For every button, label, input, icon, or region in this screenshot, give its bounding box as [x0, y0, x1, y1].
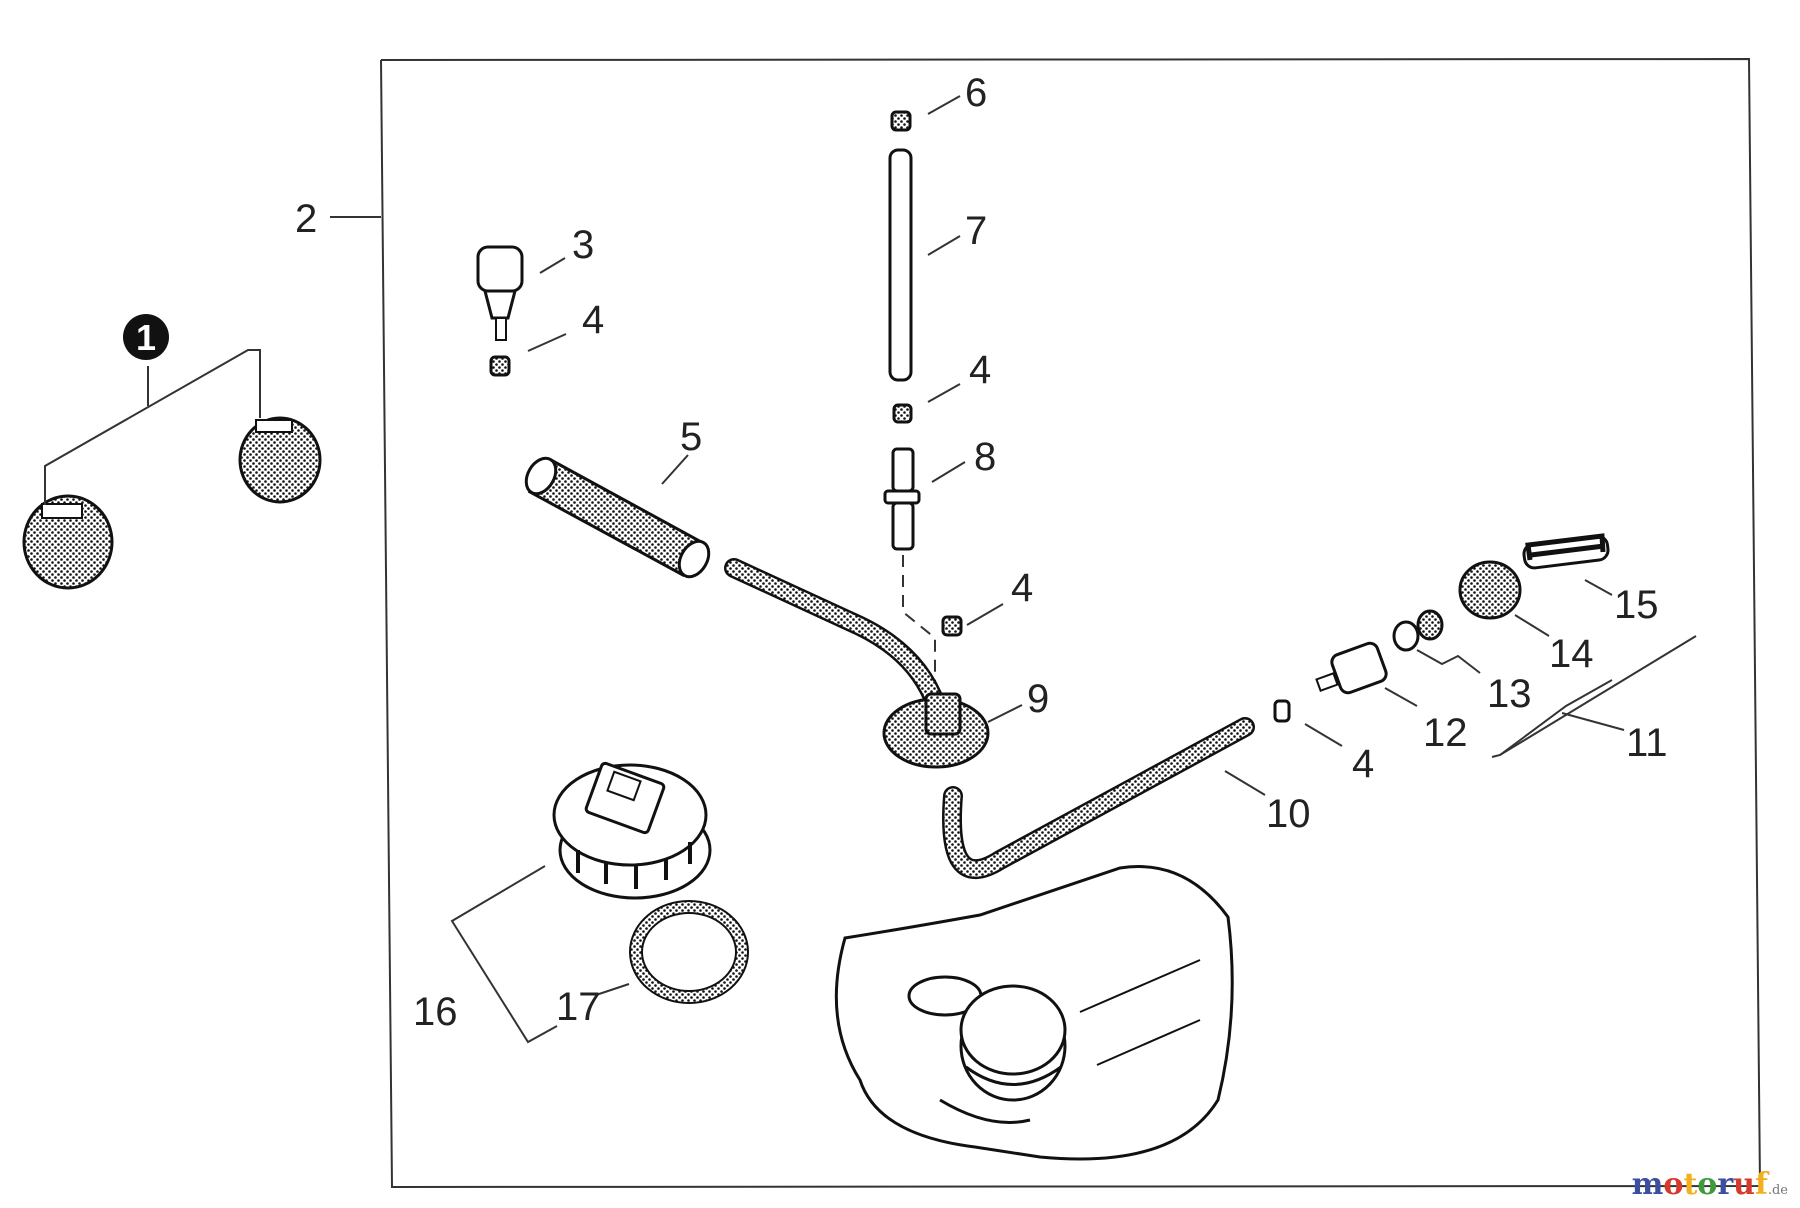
callout-2: 2 — [295, 197, 317, 241]
watermark-logo: motoruf.de — [1632, 1167, 1788, 1202]
callout-15: 15 — [1614, 583, 1659, 627]
leader-4c — [966, 603, 1004, 626]
leader-9 — [987, 704, 1023, 723]
filter-pair — [22, 349, 322, 590]
callout-10: 10 — [1266, 792, 1311, 836]
leader-17 — [595, 983, 630, 996]
leader-5 — [661, 454, 689, 485]
callout-4c: 4 — [1011, 566, 1033, 610]
fuel-tank — [834, 865, 1234, 1161]
assembly-dash-line — [902, 555, 936, 700]
watermark-letter: u — [1733, 1167, 1755, 1202]
callout-1: 1 — [136, 317, 156, 358]
cap-gasket — [629, 900, 749, 1004]
callout-4a: 4 — [582, 298, 604, 342]
check-valve — [883, 447, 921, 551]
watermark-suffix: .de — [1767, 1183, 1788, 1198]
callout-11: 11 — [1626, 721, 1668, 765]
callout-3: 3 — [572, 223, 594, 267]
callout-9: 9 — [1027, 677, 1049, 721]
callout-8: 8 — [974, 435, 996, 479]
callout-13: 13 — [1487, 672, 1532, 716]
callout-4d: 4 — [1352, 742, 1374, 786]
leader-14 — [1514, 614, 1550, 637]
watermark-letter: f — [1754, 1167, 1768, 1202]
leader-3 — [539, 257, 566, 274]
leader-4b — [927, 383, 961, 403]
filter-leader — [44, 349, 261, 505]
watermark-letter: t — [1683, 1167, 1698, 1202]
callout-6: 6 — [965, 71, 987, 115]
fuel-cap — [552, 761, 712, 900]
leader-4a — [527, 333, 567, 352]
hose-clip-lower — [1273, 699, 1291, 723]
hose-clip-middle — [941, 615, 963, 637]
callout-14: 14 — [1549, 632, 1594, 676]
kit-frame — [380, 57, 1762, 1189]
leader-16 — [450, 865, 558, 1044]
watermark-letter: o — [1697, 1167, 1718, 1202]
leader-11b — [1561, 712, 1625, 731]
leader-11-bracket — [1499, 679, 1613, 756]
callout-16: 16 — [413, 990, 458, 1034]
hose-clip-upper — [892, 403, 913, 424]
leader-8 — [931, 461, 966, 483]
callout-4b: 4 — [969, 348, 991, 392]
vent-plug — [890, 110, 912, 132]
watermark-letter: m — [1631, 1167, 1664, 1202]
leader-15 — [1584, 579, 1613, 596]
callout-5: 5 — [680, 415, 702, 459]
leader-7 — [927, 235, 961, 256]
fuel-filter-right — [238, 416, 322, 504]
callout-12: 12 — [1423, 711, 1468, 755]
leader-12 — [1384, 687, 1418, 707]
fuel-filter-left — [22, 494, 114, 590]
leader-10 — [1224, 770, 1266, 796]
fuel-filter-body — [1315, 641, 1388, 695]
leader-4d — [1304, 723, 1343, 747]
hose-sleeve — [524, 456, 711, 579]
callout-17: 17 — [556, 985, 601, 1029]
leader-6 — [927, 95, 961, 115]
primer-bulb — [476, 245, 524, 341]
tank-grommet — [882, 692, 990, 769]
callout-7: 7 — [965, 209, 987, 253]
hose-clip-small — [489, 355, 511, 377]
watermark-letter: o — [1663, 1167, 1684, 1202]
vent-tube — [888, 148, 913, 382]
kit-badge — [123, 314, 169, 360]
o-rings — [1392, 609, 1444, 652]
filter-element — [1458, 560, 1522, 620]
leader-13 — [1416, 649, 1481, 674]
watermark-letter: r — [1717, 1167, 1734, 1202]
